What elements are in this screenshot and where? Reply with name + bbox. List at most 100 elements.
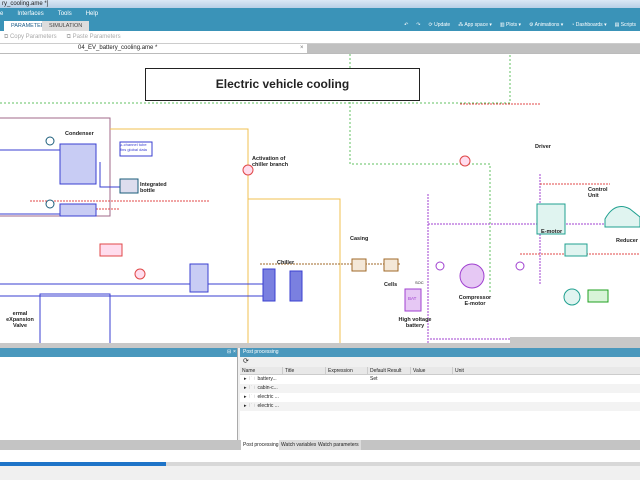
condenser-block — [59, 143, 97, 185]
item-label: electric ... — [257, 394, 279, 400]
copy-parameters-button[interactable]: ⧉ Copy Parameters — [4, 33, 57, 40]
plots-button[interactable]: ▥ Plots ▾ — [499, 22, 522, 28]
compressor-motor — [459, 263, 485, 289]
battery-block — [404, 288, 422, 312]
uchannel-box — [119, 141, 153, 157]
item-label: electric ... — [257, 403, 279, 409]
signal-block — [99, 243, 123, 257]
label-driver: Driver — [535, 144, 551, 150]
folder-icon: 🗀 — [249, 394, 255, 400]
status-strip — [0, 450, 640, 462]
label-hv-battery: High voltage battery — [398, 317, 432, 329]
control-unit-block — [564, 243, 588, 257]
col-expression[interactable]: Expression — [326, 367, 368, 374]
label-condenser: Condenser — [65, 131, 94, 137]
driver-block — [536, 203, 566, 235]
bottle-block — [119, 178, 139, 194]
col-name[interactable]: Name — [240, 367, 283, 374]
menu-tools[interactable]: Tools — [57, 10, 72, 17]
col-default-result-set[interactable]: Default Result Set — [368, 367, 411, 382]
undo-icon[interactable]: ↶ — [404, 22, 409, 28]
document-tab-bar: 04_EV_battery_cooling.ame * × — [0, 43, 640, 53]
reducer-block — [587, 289, 609, 303]
label-txv: ermal eXpansion Valve — [6, 311, 34, 329]
scripts-button[interactable]: ▤ Scripts — [614, 22, 636, 28]
coolant-loop — [0, 117, 111, 217]
tab-watch-variables[interactable]: Watch variables — [279, 440, 319, 450]
list-item[interactable]: ▸🗀battery... — [240, 375, 640, 384]
left-panel-header: ⊟ × — [0, 348, 237, 357]
col-value[interactable]: Value — [411, 367, 453, 374]
app-space-button[interactable]: ⁂ App space ▾ — [458, 22, 492, 28]
menu-interfaces[interactable]: Interfaces — [17, 10, 44, 17]
expand-icon[interactable]: ▸ — [244, 376, 247, 382]
expansion-valve — [189, 263, 209, 293]
window-title-bar: ry_cooling.ame *] — [0, 0, 640, 8]
item-label: cabin-c... — [257, 385, 278, 391]
animations-label: Animations — [534, 22, 560, 28]
vehicle-icon — [604, 206, 640, 228]
dashboards-button[interactable]: ◔ Dashboards ▾ — [571, 22, 607, 28]
label-soc: SOC — [415, 280, 424, 285]
chiller-left — [262, 268, 276, 302]
redo-icon[interactable]: ↷ — [416, 22, 421, 28]
label-activation: Activation of chiller branch — [252, 156, 289, 168]
label-compressor: Compressor E-motor — [458, 295, 492, 307]
control-line — [0, 54, 511, 104]
label-uchannel: µ-channel tube fins global data — [120, 142, 147, 152]
ribbon: PARAMETER SIMULATION ↶ ↷ ⟳ Update ⁂ App … — [0, 19, 640, 31]
label-bat: BAT — [408, 296, 417, 301]
paste-parameters-button[interactable]: ⧉ Paste Parameters — [66, 33, 121, 40]
item-label: battery... — [257, 376, 277, 382]
animations-button[interactable]: ⚙ Animations ▾ — [529, 22, 564, 28]
label-chiller: Chiller — [277, 260, 295, 266]
progress-bar — [0, 462, 640, 466]
diagram-title: Electric vehicle cooling — [145, 68, 420, 101]
list-item[interactable]: ▸🗀cabin-c... — [240, 384, 640, 393]
tab-simulation[interactable]: SIMULATION — [42, 21, 90, 31]
close-icon[interactable]: × — [300, 45, 304, 51]
tab-watch-parameters[interactable]: Watch parameters — [316, 440, 361, 450]
canvas-scrollbar[interactable] — [510, 337, 640, 343]
menu-file[interactable]: e — [0, 10, 4, 17]
emotor-block — [563, 288, 581, 306]
bottom-tabs: Post processing Watch variables Watch pa… — [0, 440, 640, 450]
splitter[interactable] — [0, 343, 640, 348]
cells-block — [383, 258, 399, 272]
document-tab[interactable]: 04_EV_battery_cooling.ame * — [78, 45, 158, 51]
refrigerant-lines — [0, 149, 270, 297]
folder-icon: 🗀 — [249, 376, 255, 382]
coolant-line — [110, 128, 249, 343]
expand-icon[interactable]: ▸ — [244, 394, 247, 400]
refresh-icon[interactable]: ⟳ — [240, 357, 640, 367]
diagram-canvas[interactable]: Electric vehicle cooling Condenser µ-cha… — [0, 53, 640, 343]
chiller-right — [289, 270, 303, 302]
float-button[interactable]: ⊟ — [227, 349, 232, 355]
col-title[interactable]: Title — [283, 367, 326, 374]
folder-icon: 🗀 — [249, 385, 255, 391]
list-item[interactable]: ▸🗀electric ... — [240, 402, 640, 411]
tab-bar-filler — [307, 44, 640, 53]
post-processing-title: Post processing — [240, 348, 640, 357]
close-panel-button[interactable]: × — [233, 349, 236, 355]
expand-icon[interactable]: ▸ — [244, 403, 247, 409]
tab-parameter[interactable]: PARAMETER — [4, 21, 52, 31]
coolant-line-2 — [248, 198, 341, 343]
signal-lines — [30, 200, 210, 210]
menu-bar: e Interfaces Tools Help — [0, 8, 640, 19]
label-casing: Casing — [350, 236, 369, 242]
label-emotor: E-motor — [541, 229, 563, 235]
scripts-label: Scripts — [620, 22, 636, 28]
tab-post-processing[interactable]: Post processing — [241, 440, 281, 450]
paste-label: Paste Parameters — [72, 33, 121, 40]
expand-icon[interactable]: ▸ — [244, 385, 247, 391]
update-button[interactable]: ⟳ Update — [428, 22, 451, 28]
label-integrated-bottle: Integrated bottle — [140, 182, 167, 194]
diagram-svg — [0, 54, 640, 343]
col-unit[interactable]: Unit — [455, 368, 464, 374]
left-panel: ⊟ × — [0, 348, 238, 440]
plots-label: Plots — [506, 22, 518, 28]
list-item[interactable]: ▸🗀electric ... — [240, 393, 640, 402]
menu-help[interactable]: Help — [85, 10, 99, 17]
label-reducer: Reducer — [616, 238, 639, 244]
